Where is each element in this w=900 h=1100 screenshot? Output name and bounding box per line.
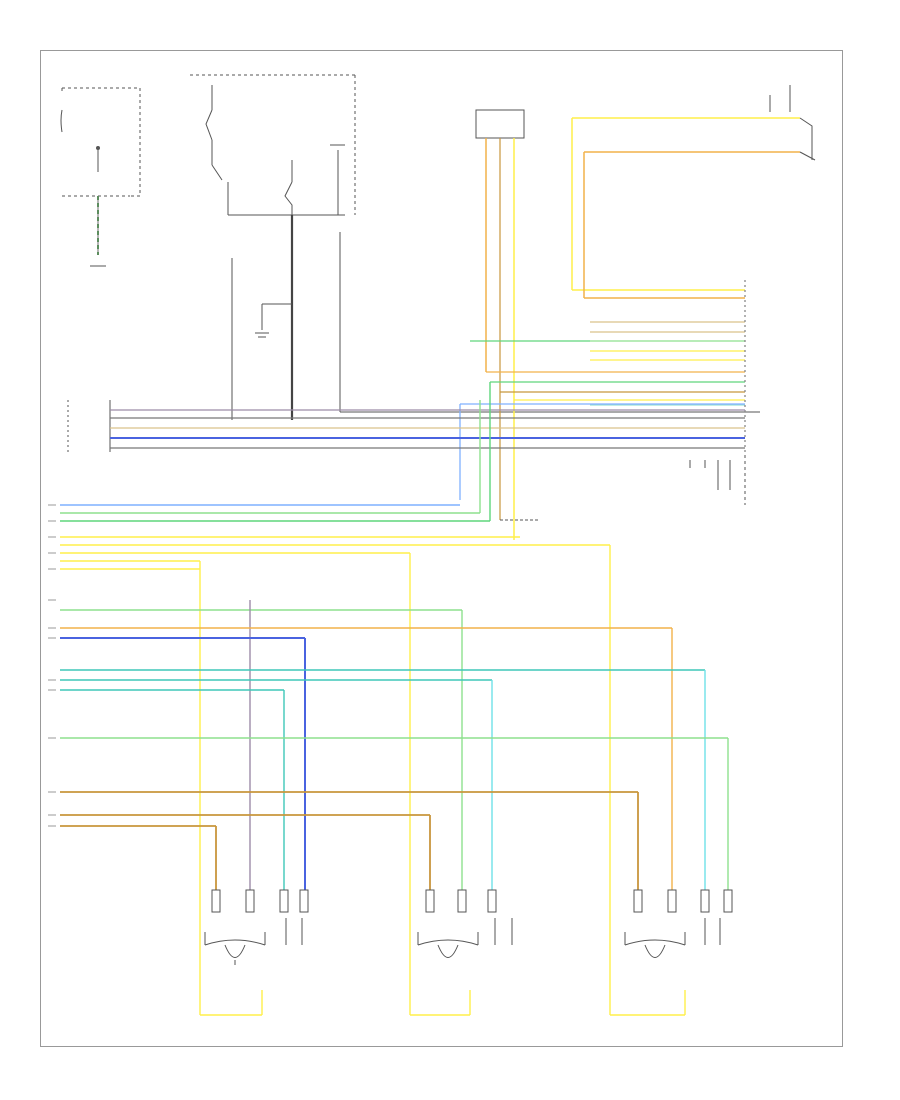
- seat-position-sensor-2: [417, 889, 513, 958]
- top-right-feed: [571, 85, 816, 299]
- middle-bus: [60, 382, 610, 570]
- ignition-section: [190, 74, 760, 420]
- seat-position-sensor-1: [204, 889, 309, 965]
- left-harness: [67, 400, 745, 452]
- radio-receiver: [475, 109, 525, 540]
- left-pin-ticks: [48, 504, 56, 827]
- seat-module-connector: [459, 280, 746, 500]
- top-left-component: [60, 87, 141, 267]
- seat-memory-module-outline: [689, 455, 746, 505]
- seat-position-sensor-3: [624, 889, 733, 958]
- diagram-frame: [40, 50, 843, 1047]
- vertical-drops: [60, 545, 729, 1016]
